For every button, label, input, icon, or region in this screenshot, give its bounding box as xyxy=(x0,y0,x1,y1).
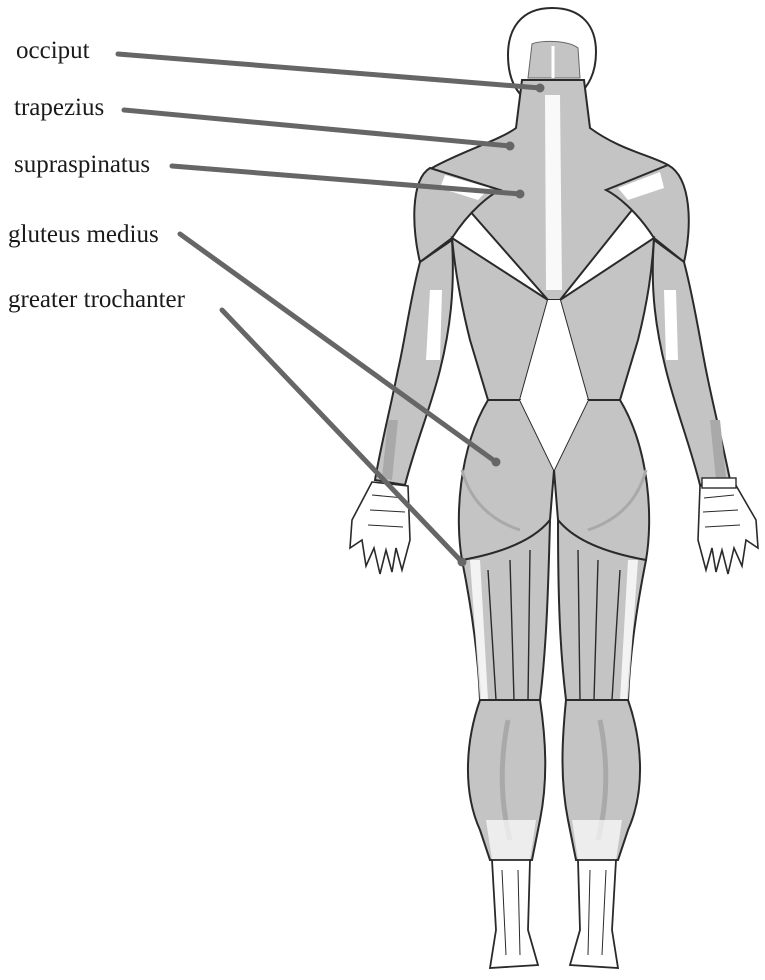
label-supraspinatus: supraspinatus xyxy=(14,152,150,177)
right-hand xyxy=(698,478,758,574)
label-greater-trochanter: greater trochanter xyxy=(8,287,185,312)
left-calf xyxy=(468,700,545,860)
right-foot xyxy=(570,860,618,968)
pointer-trapezius xyxy=(124,110,510,146)
gluteal-region xyxy=(459,400,649,560)
label-trapezius: trapezius xyxy=(14,95,104,120)
label-gluteus-medius: gluteus medius xyxy=(8,222,159,247)
pointer-occiput xyxy=(118,54,540,88)
label-occiput: occiput xyxy=(16,38,90,63)
right-calf xyxy=(563,700,641,860)
left-arm xyxy=(375,240,453,485)
left-foot xyxy=(490,860,538,968)
right-arm xyxy=(653,240,730,485)
